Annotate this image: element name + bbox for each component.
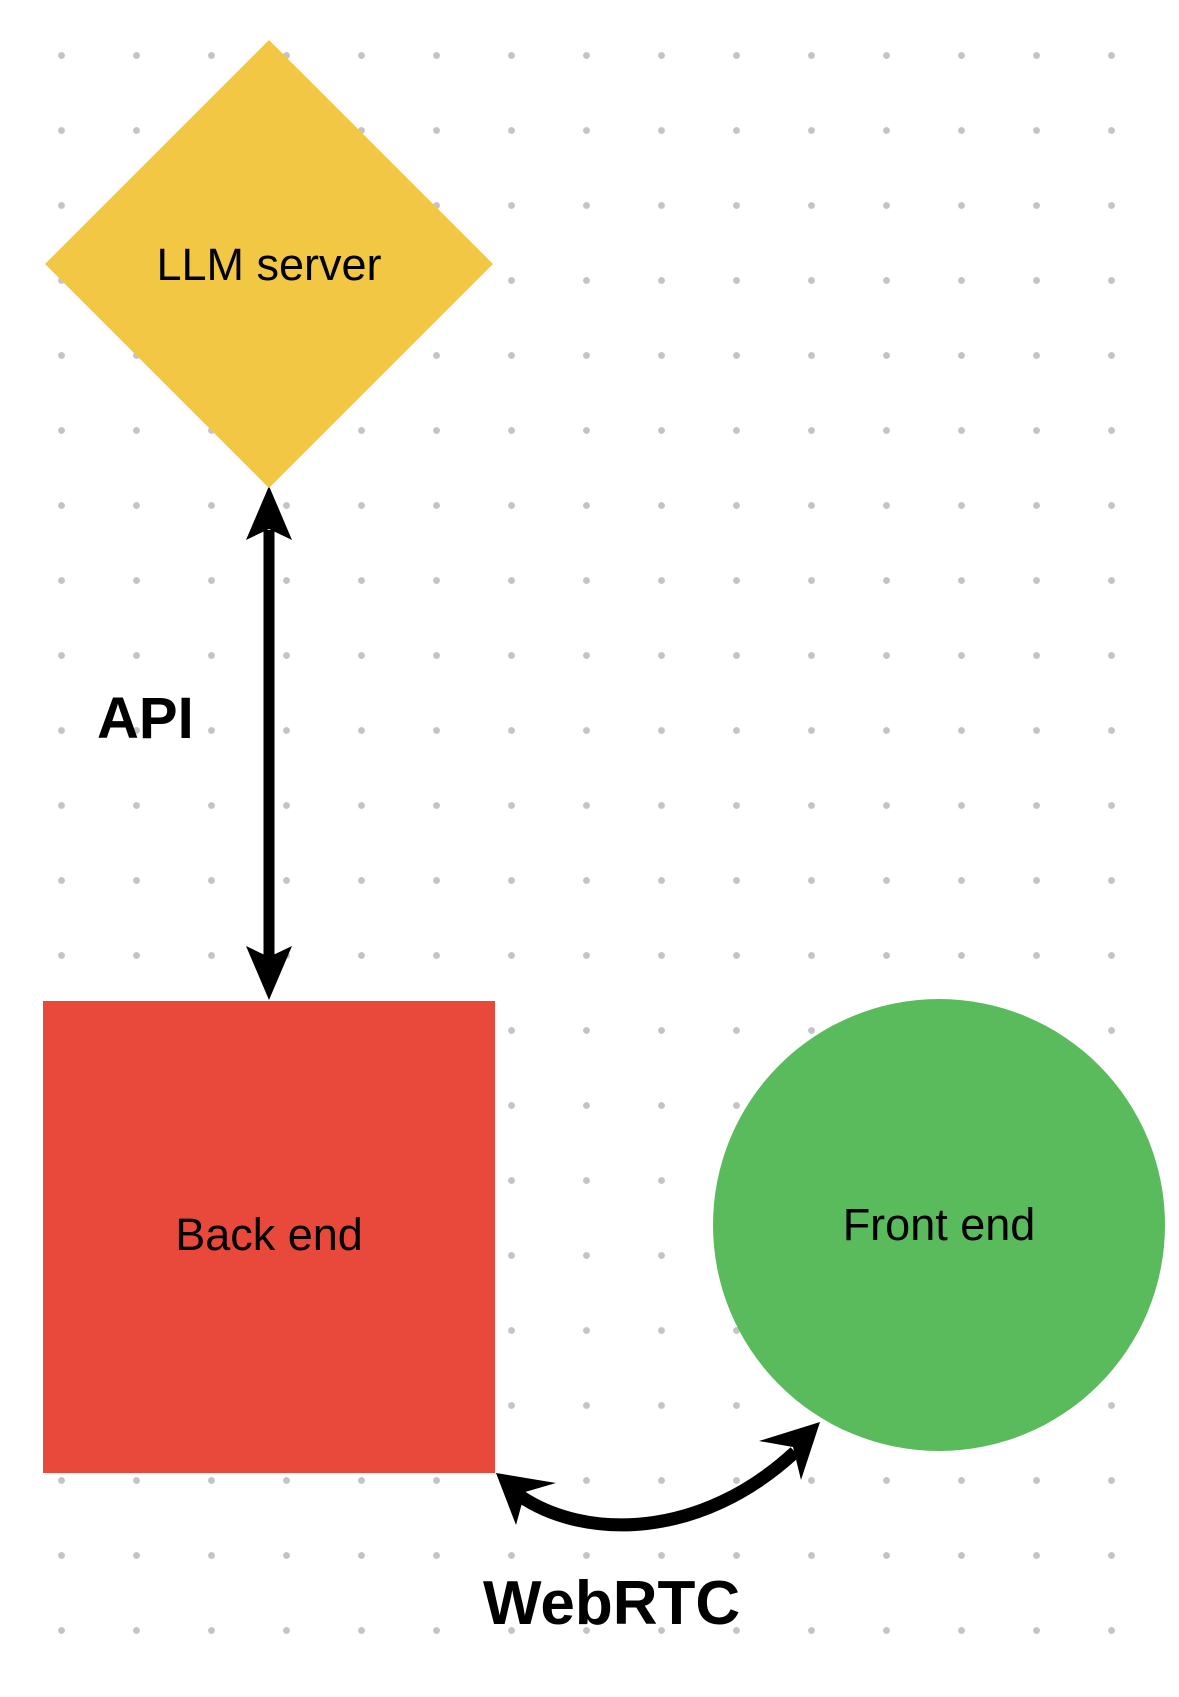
edge-label-api: API [97, 686, 194, 751]
node-back-end-label: Back end [175, 1209, 363, 1260]
webrtc-arrowhead-right-icon [759, 1422, 820, 1480]
webrtc-connector[interactable] [496, 1422, 820, 1532]
node-llm-server[interactable]: LLM server [45, 40, 493, 488]
node-back-end[interactable]: Back end [43, 1001, 495, 1473]
api-connector[interactable] [246, 486, 292, 1000]
diamond-shape [45, 40, 493, 488]
webrtc-connector-curve [516, 1447, 800, 1532]
webrtc-arrowhead-left-icon [496, 1473, 556, 1525]
api-arrowhead-up-icon [246, 486, 292, 540]
edge-label-webrtc: WebRTC [483, 1569, 741, 1638]
node-front-end-label: Front end [842, 1199, 1036, 1250]
node-front-end[interactable]: Front end [713, 999, 1165, 1451]
api-arrowhead-down-icon [246, 946, 292, 1000]
